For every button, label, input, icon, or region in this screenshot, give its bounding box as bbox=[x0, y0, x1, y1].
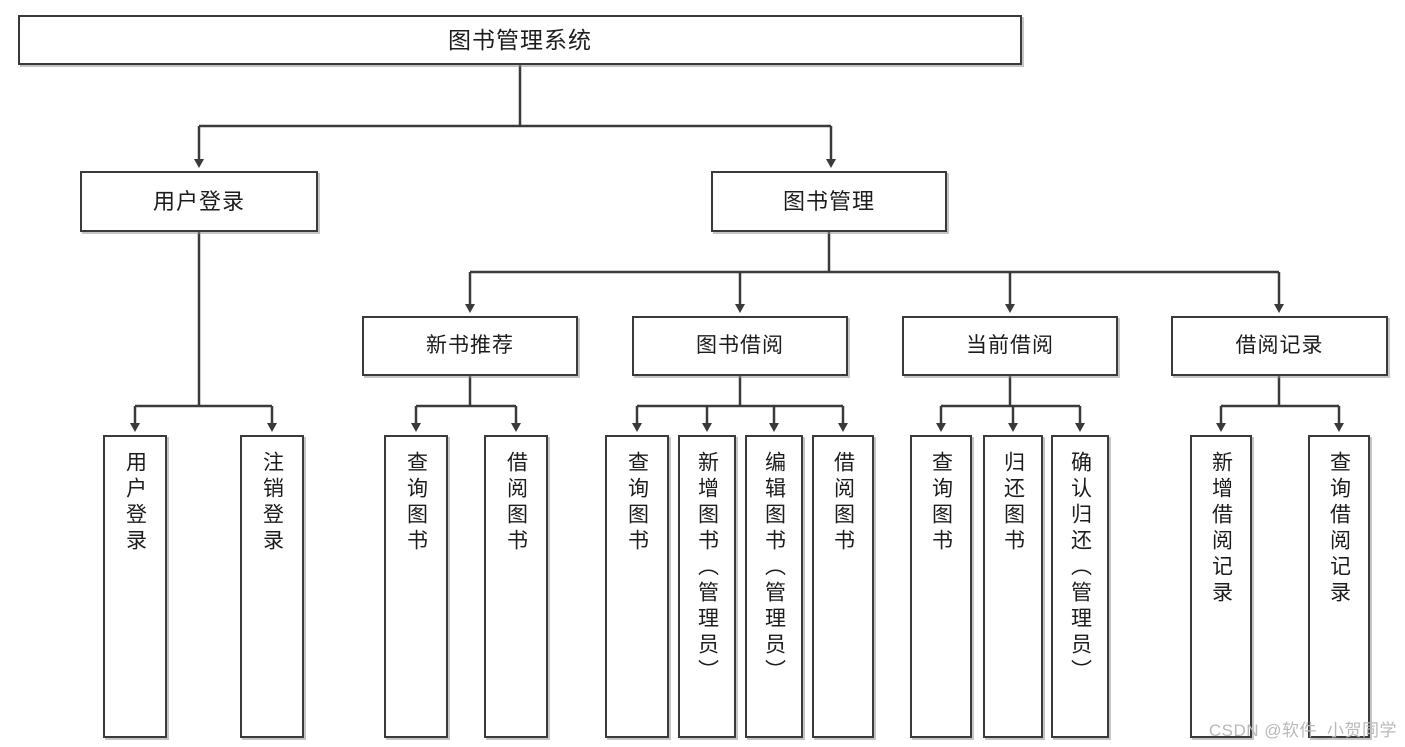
node-label: 用户登录 bbox=[152, 188, 245, 214]
node-new-book-recommend[interactable]: 新书推荐 bbox=[362, 316, 578, 376]
node-label: 编辑图书（管理员） bbox=[762, 451, 786, 685]
node-leaf-user-login[interactable]: 用户登录 bbox=[103, 435, 167, 738]
node-leaf-borrow-book-rec[interactable]: 借阅图书 bbox=[484, 435, 548, 738]
node-root-system[interactable]: 图书管理系统 bbox=[18, 15, 1022, 65]
node-label: 查询图书 bbox=[929, 451, 953, 555]
node-label: 查询图书 bbox=[625, 451, 649, 555]
node-user-login[interactable]: 用户登录 bbox=[80, 171, 318, 232]
node-leaf-confirm-return[interactable]: 确认归还（管理员） bbox=[1051, 435, 1109, 738]
node-label: 新增图书（管理员） bbox=[695, 451, 719, 685]
node-leaf-add-book[interactable]: 新增图书（管理员） bbox=[678, 435, 736, 738]
node-label: 借阅图书 bbox=[831, 451, 855, 555]
node-book-borrow[interactable]: 图书借阅 bbox=[632, 316, 848, 376]
node-label: 图书管理系统 bbox=[448, 26, 592, 53]
node-borrow-record[interactable]: 借阅记录 bbox=[1171, 316, 1388, 376]
node-label: 归还图书 bbox=[1001, 451, 1025, 555]
node-label: 当前借阅 bbox=[966, 333, 1054, 357]
node-leaf-user-logout[interactable]: 注销登录 bbox=[240, 435, 304, 738]
node-leaf-query-book-borrow[interactable]: 查询图书 bbox=[605, 435, 669, 738]
node-label: 查询借阅记录 bbox=[1327, 451, 1351, 607]
node-label: 用户登录 bbox=[123, 451, 147, 555]
node-leaf-query-borrow-record[interactable]: 查询借阅记录 bbox=[1308, 435, 1370, 738]
node-leaf-return-book[interactable]: 归还图书 bbox=[983, 435, 1043, 738]
node-leaf-query-book-current[interactable]: 查询图书 bbox=[910, 435, 972, 738]
node-label: 新增借阅记录 bbox=[1209, 451, 1233, 607]
node-label: 图书借阅 bbox=[696, 333, 784, 357]
node-leaf-query-book-rec[interactable]: 查询图书 bbox=[384, 435, 448, 738]
node-label: 确认归还（管理员） bbox=[1068, 451, 1092, 685]
node-leaf-edit-book[interactable]: 编辑图书（管理员） bbox=[745, 435, 803, 738]
node-book-management[interactable]: 图书管理 bbox=[711, 171, 947, 232]
node-label: 新书推荐 bbox=[426, 333, 514, 357]
node-label: 查询图书 bbox=[404, 451, 428, 555]
node-label: 借阅图书 bbox=[504, 451, 528, 555]
node-leaf-add-borrow-record[interactable]: 新增借阅记录 bbox=[1190, 435, 1252, 738]
watermark-text: CSDN @软件_小贺同学 bbox=[1208, 721, 1397, 740]
node-label: 图书管理 bbox=[782, 188, 875, 214]
node-label: 借阅记录 bbox=[1235, 333, 1324, 357]
node-label: 注销登录 bbox=[260, 451, 284, 555]
node-current-borrow[interactable]: 当前借阅 bbox=[902, 316, 1118, 376]
node-leaf-borrow-book[interactable]: 借阅图书 bbox=[812, 435, 874, 738]
